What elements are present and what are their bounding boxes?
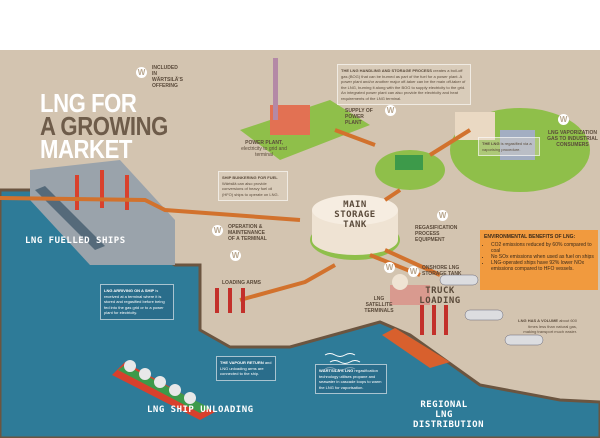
box-title: Ship bunkering for fuel — [222, 175, 278, 180]
main-storage-tank-label: MAIN STORAGE TANK — [334, 200, 376, 230]
power-plant-sub: electricity to grid and terminal — [241, 146, 287, 158]
volume-info: LNG has a volume about 600 times less th… — [514, 315, 580, 338]
regas-tech-info-box: Wärtsilä's LNG regasification technology… — [315, 364, 387, 394]
wartsila-icon: W — [558, 114, 569, 125]
env-item: CO2 emissions reduced by 60% compared to… — [491, 242, 594, 254]
pylon — [273, 58, 278, 120]
box-text: regasification technology utilises propa… — [319, 368, 382, 390]
regas-equipment — [395, 155, 423, 170]
wartsila-icon: W — [384, 262, 395, 273]
truck-loading-label: TRUCK LOADING — [419, 286, 461, 306]
arrow-to-industry — [428, 128, 472, 157]
power-plant-label: Power plant,electricity to grid and term… — [240, 140, 288, 158]
wartsila-icon: W — [437, 210, 448, 221]
box-text: about 600 times less than natural gas, m… — [523, 318, 577, 334]
env-item: LNG-operated ships have 92% lower NOx em… — [491, 260, 594, 272]
environmental-benefits-box: ENVIRONMENTAL BENEFITS OF LNG: CO2 emiss… — [480, 230, 598, 290]
satellite-terminals-label: LNG satellite terminals — [364, 296, 394, 314]
container-ship — [35, 186, 105, 250]
flow-arrows — [0, 128, 472, 302]
lng-ship-unloading-label: LNG SHIP UNLOADING — [147, 405, 254, 415]
box-text: is regasified via a vaporising procedure… — [482, 141, 532, 152]
wartsila-icon: W — [385, 105, 396, 116]
wartsila-logo-icon: W — [136, 67, 147, 78]
operation-label: Operation & maintenance of a terminal — [228, 224, 267, 242]
main-tank-bottom — [312, 225, 398, 255]
box-title: The LNG — [482, 141, 500, 146]
supply-power-plant-label: Supply of power plant — [345, 108, 373, 126]
box-title: LNG has a volume — [518, 318, 559, 323]
box-title: The vapour return — [220, 360, 264, 365]
page-title: LNG FOR A GROWING MARKET — [40, 88, 168, 164]
arrow-to-operation — [0, 196, 301, 222]
bunkering-info-box: Ship bunkering for fuel Wärtsilä can als… — [218, 171, 288, 201]
loading-arms — [215, 288, 448, 335]
legend-text: Included in Wärtsilä's offering — [152, 65, 183, 89]
container-port — [30, 160, 175, 265]
trucks — [439, 274, 544, 346]
box-title: Wärtsilä's LNG — [319, 368, 354, 373]
arrow-from-loading-arms — [239, 263, 336, 302]
regasified-info-box: The LNG is regasified via a vaporising p… — [478, 137, 540, 156]
crane — [100, 170, 104, 208]
regas-equipment-label: Regasification process equipment — [415, 225, 458, 243]
main-tank-top — [312, 195, 398, 225]
box-title: LNG arriving on a ship — [104, 288, 155, 293]
box-text: Wärtsilä can also provide conversions of… — [222, 180, 279, 197]
crane — [75, 175, 79, 210]
regional-distribution-label: REGIONAL LNG DISTRIBUTION — [413, 400, 485, 430]
loading-arms-label: Loading arms — [222, 280, 261, 286]
box-title: The LNG handling and storage process — [341, 68, 432, 73]
box-text: is received at a terminal where it is st… — [104, 288, 165, 315]
box-text: and LNG unloading arms are connected to … — [220, 360, 272, 376]
lng-fuelled-ships-label: LNG FUELLED SHIPS — [25, 236, 126, 246]
title-line-2: A GROWING — [40, 111, 168, 141]
wartsila-icon: W — [212, 225, 223, 236]
lng-spheres — [124, 360, 196, 404]
arrow-to-regas — [383, 188, 402, 202]
wartsila-icon: W — [230, 250, 241, 261]
power-plant-title: Power plant, — [245, 140, 283, 146]
vapour-info-box: The vapour return and LNG unloading arms… — [216, 356, 276, 381]
env-title: ENVIRONMENTAL BENEFITS OF LNG: — [484, 234, 576, 240]
lng-infographic: LNG FOR A GROWING MARKET W Included in W… — [0, 50, 600, 438]
onshore-tank-label: Onshore LNG storage tank — [422, 265, 462, 277]
wartsila-icon: W — [408, 266, 419, 277]
arriving-info-box: LNG arriving on a ship is received at a … — [100, 284, 174, 320]
crane — [125, 175, 129, 210]
title-line-1: LNG FOR — [40, 88, 137, 118]
arrow-to-power — [334, 128, 376, 147]
box-text: creates a boil-off gas (BOG) that can be… — [341, 68, 466, 101]
handling-info-box: The LNG handling and storage process cre… — [337, 64, 471, 105]
title-line-3: MARKET — [40, 134, 132, 164]
arrow-to-truck — [384, 248, 441, 277]
env-item: No SOx emissions when used as fuel on sh… — [491, 254, 594, 260]
lng-vaporization-label: LNG vaporization gas to industrial consu… — [547, 130, 598, 148]
satellite-tank — [392, 274, 408, 290]
regional-ship — [382, 328, 450, 368]
